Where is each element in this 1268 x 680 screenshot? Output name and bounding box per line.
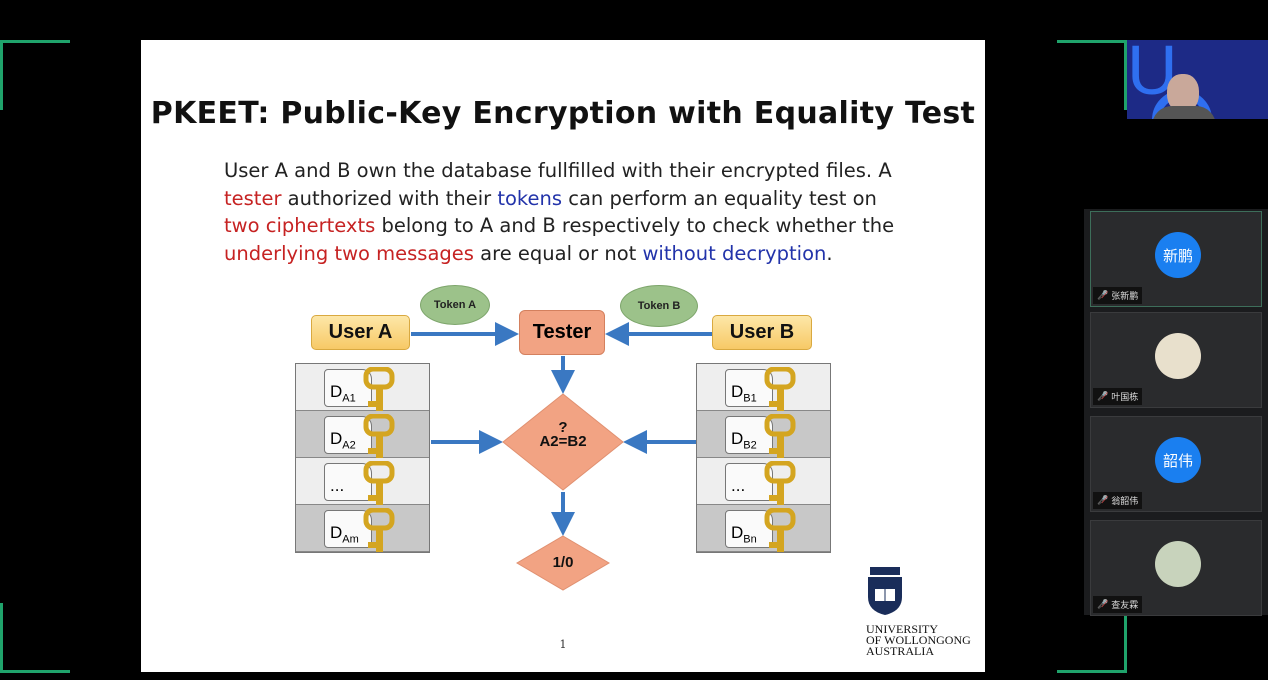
encrypted-file-row: DA1	[296, 364, 429, 411]
encrypted-file-row: ...	[697, 458, 830, 505]
participant-avatar	[1155, 333, 1201, 379]
participant-tile[interactable]: 韶伟 🎤̸翁韶伟	[1090, 416, 1262, 512]
diagram-arrows	[411, 322, 712, 591]
participant-avatar	[1155, 541, 1201, 587]
body-text-span: without decryption	[642, 242, 827, 266]
participant-avatar: 新鹏	[1155, 232, 1201, 278]
body-text-span: can perform an equality test on	[562, 186, 877, 210]
university-crest-logo	[868, 567, 902, 615]
body-text-span: authorized with their	[281, 186, 498, 210]
token-b: Token B	[620, 285, 698, 327]
muted-mic-icon: 🎤̸	[1097, 290, 1109, 301]
file-icon: DA2	[324, 416, 372, 454]
participant-name: 翁韶伟	[1111, 497, 1139, 507]
participant-tile[interactable]: 🎤̸叶国栋	[1090, 312, 1262, 408]
body-line: tester authorized with their tokens can …	[224, 185, 924, 213]
equality-test-diamond	[502, 393, 624, 491]
user-b-box: User B	[712, 315, 812, 350]
body-text-span: tester	[224, 186, 282, 210]
key-icon	[360, 413, 396, 462]
test-label: ?A2=B2	[539, 419, 587, 450]
encrypted-file-row: DBn	[697, 505, 830, 552]
participant-name-tag: 🎤̸翁韶伟	[1093, 492, 1143, 509]
frame-corner	[1057, 40, 1127, 110]
body-text-span: tokens	[497, 186, 563, 210]
participant-tile[interactable]: 新鹏 🎤̸张新鹏	[1090, 211, 1262, 307]
key-icon	[761, 366, 797, 415]
key-icon	[761, 413, 797, 462]
result-label: 1/0	[552, 554, 574, 571]
participant-name: 叶国栋	[1111, 393, 1139, 403]
encrypted-file-row: DAm	[296, 505, 429, 552]
speaker-video[interactable]: U W	[1127, 40, 1268, 119]
file-icon: DBn	[725, 510, 773, 548]
body-line: underlying two messages are equal or not…	[224, 240, 924, 268]
frame-corner	[1057, 603, 1127, 673]
body-text-span: underlying two messages	[224, 242, 474, 266]
body-text-span: belong to A and B respectively to check …	[375, 214, 895, 238]
encrypted-file-row: DB1	[697, 364, 830, 411]
key-icon	[360, 507, 396, 556]
body-text-span: two ciphertexts	[224, 214, 376, 238]
participant-name: 查友霖	[1111, 601, 1139, 611]
body-line: User A and B own the database fullfilled…	[224, 157, 924, 185]
slide-body: User A and B own the database fullfilled…	[224, 157, 924, 268]
participant-name-tag: 🎤̸查友霖	[1093, 596, 1143, 613]
page-number: 1	[559, 638, 567, 651]
participant-name-tag: 🎤̸张新鹏	[1093, 287, 1143, 304]
key-icon	[761, 507, 797, 556]
key-icon	[360, 366, 396, 415]
encrypted-file-row: DA2	[296, 411, 429, 458]
participant-name-tag: 🎤̸叶国栋	[1093, 388, 1143, 405]
body-text-span: are equal or not	[473, 242, 643, 266]
frame-corner	[0, 40, 70, 110]
frame-corner	[0, 603, 70, 673]
user-a-box: User A	[311, 315, 410, 350]
tester-box: Tester	[519, 310, 605, 355]
muted-mic-icon: 🎤̸	[1097, 495, 1109, 506]
body-text-span: User A and B own the database fullfilled…	[224, 159, 892, 182]
presentation-slide: PKEET: Public-Key Encryption with Equali…	[141, 40, 985, 672]
encrypted-file-row: ...	[296, 458, 429, 505]
speaker-face	[1167, 74, 1199, 112]
encrypted-file-row: DB2	[697, 411, 830, 458]
key-icon	[360, 460, 396, 509]
file-icon: DB2	[725, 416, 773, 454]
key-icon	[761, 460, 797, 509]
body-text-span: .	[826, 242, 833, 266]
participant-tile[interactable]: 🎤̸查友霖	[1090, 520, 1262, 616]
slide-title: PKEET: Public-Key Encryption with Equali…	[150, 96, 976, 131]
muted-mic-icon: 🎤̸	[1097, 391, 1109, 402]
file-icon: DA1	[324, 369, 372, 407]
speaker-shoulders	[1152, 106, 1216, 119]
muted-mic-icon: 🎤̸	[1097, 599, 1109, 610]
participant-avatar: 韶伟	[1155, 437, 1201, 483]
token-a: Token A	[420, 285, 490, 325]
body-line: two ciphertexts belong to A and B respec…	[224, 212, 924, 240]
participant-name: 张新鹏	[1111, 292, 1139, 302]
result-diamond	[516, 535, 610, 591]
